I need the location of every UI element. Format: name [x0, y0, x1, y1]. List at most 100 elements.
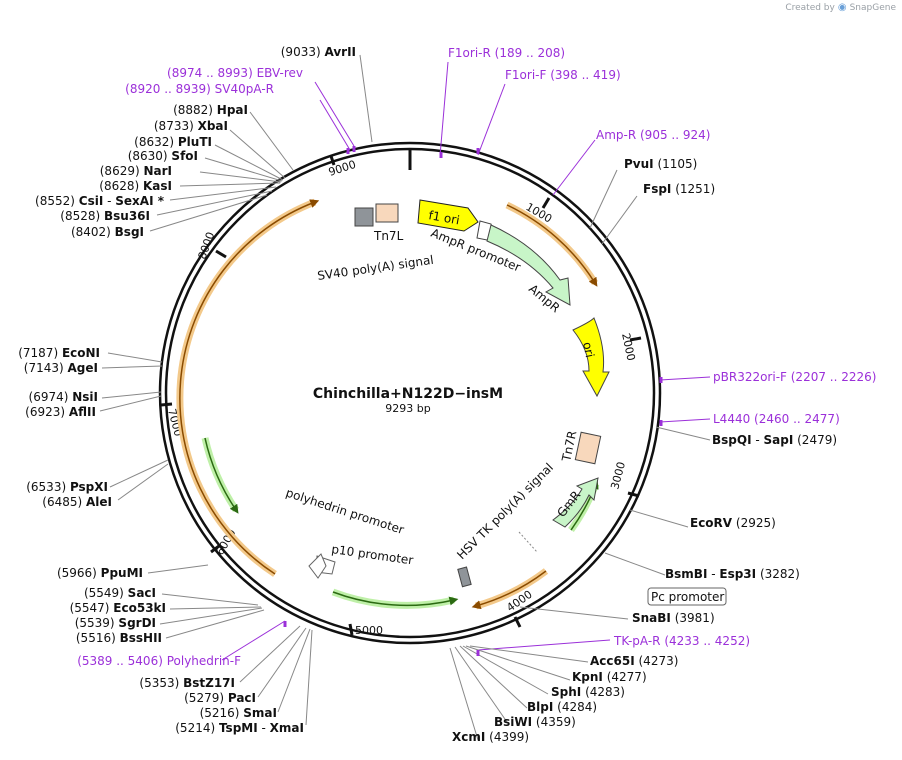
enzyme-position: (8630) [128, 149, 172, 163]
enzyme-name: XmaI [270, 721, 304, 735]
enzyme-position: (5353) [139, 676, 183, 690]
enzyme-position: (4283) [581, 685, 625, 699]
enzyme-label-right-9: BlpI (4284) [527, 700, 597, 714]
ampr-arrow [486, 224, 571, 306]
f1-ori-label: f1 ori [427, 208, 460, 227]
enzyme-name: SfoI [171, 149, 198, 163]
enzyme-name: SgrDI [118, 616, 156, 630]
enzyme-position: (6533) [26, 480, 70, 494]
enzyme-position: - [258, 721, 270, 735]
callout-line-45 [305, 629, 313, 726]
watermark-brand: SnapGene [849, 2, 896, 13]
enzyme-label-right-4: BsmBI - Esp3I (3282) [665, 567, 800, 581]
callout-line-5 [552, 139, 596, 196]
enzyme-label-left-7: (8552) CsiI - SexAI * [35, 194, 165, 208]
terminator-box-bottom [457, 566, 472, 588]
enzyme-label-left-0: (9033) AvrII [281, 45, 356, 59]
enzyme-position: (7187) [18, 346, 62, 360]
tick-label-5000: 5000 [355, 624, 383, 637]
primer-site-mark-4 [659, 377, 663, 383]
primer-position: (2460 .. 2477) [750, 412, 840, 426]
pc-promoter-arrow [518, 531, 538, 553]
plasmid-name: Chinchilla+N122D−insM [313, 386, 503, 402]
enzyme-name: SphI [551, 685, 581, 699]
primer-site-mark-7 [283, 621, 287, 627]
enzyme-name: CsiI [79, 194, 104, 208]
enzyme-position: (6923) [25, 405, 69, 419]
tick-label-3000: 3000 [608, 460, 628, 490]
callout-line-41 [221, 620, 286, 661]
enzyme-label-left-20: (5516) BssHII [76, 631, 162, 645]
callout-line-40 [165, 609, 265, 639]
snapgene-logo-icon: ◉ [837, 2, 847, 13]
callout-line-11 [629, 509, 689, 528]
callout-line-33 [99, 395, 162, 412]
primer-position: (8920 .. 8939) [125, 82, 215, 96]
callout-line-25 [199, 171, 282, 183]
callout-line-43 [257, 627, 307, 698]
enzyme-label-right-5: SnaBI (3981) [632, 611, 715, 625]
enzyme-position: (5214) [175, 721, 219, 735]
orf-arc-bottom-right-line [471, 570, 547, 610]
enzyme-label-left-16: (5966) PpuMI [57, 566, 143, 580]
enzyme-label-left-6: (8628) KasI [99, 179, 172, 193]
primer-name: TK-pA-R [613, 634, 661, 648]
tn7r-label: Tn7R [559, 429, 579, 463]
primer-position: (5389 .. 5406) [77, 654, 167, 668]
tick-mark-4000 [513, 616, 522, 628]
callout-line-4 [477, 83, 506, 156]
enzyme-name: AleI [86, 495, 112, 509]
enzyme-name: BsmBI [665, 567, 707, 581]
enzyme-position: - [103, 194, 115, 208]
tick-mark-8000 [215, 249, 227, 259]
callout-line-30 [107, 352, 163, 363]
enzyme-name: AgeI [68, 361, 98, 375]
enzyme-label-left-13: (6923) AflII [25, 405, 96, 419]
enzyme-name: Esp3I [719, 567, 756, 581]
enzyme-label-left-11: (7143) AgeI [24, 361, 98, 375]
site-labels: PvuI (1105)FspI (1251)BspQI - SapI (2479… [18, 45, 876, 744]
tick-mark-6000 [210, 544, 220, 554]
enzyme-position: (4399) [485, 730, 529, 744]
enzyme-position: (1105) [654, 157, 698, 171]
callout-line-14 [477, 639, 611, 651]
tick-mark-2000 [629, 336, 642, 342]
pc-promoter-label: Pc promoter [651, 590, 724, 604]
enzyme-name: XcmI [452, 730, 485, 744]
callout-line-16 [465, 645, 571, 681]
enzyme-position: (8882) [173, 103, 217, 117]
primer-label-7: (8920 .. 8939) SV40pA-R [125, 82, 274, 96]
callout-line-9 [659, 418, 711, 423]
primer-name: F1ori-R [448, 46, 491, 60]
enzyme-label-left-18: (5547) Eco53kI [70, 601, 166, 615]
enzyme-position: (5539) [75, 616, 119, 630]
callout-line-23 [214, 144, 284, 181]
primer-site-mark-2 [352, 146, 356, 152]
callout-line-35 [117, 463, 169, 501]
orf-green-left-line [204, 437, 239, 514]
primer-position: (398 .. 419) [546, 68, 620, 82]
enzyme-name: BlpI [527, 700, 553, 714]
enzyme-label-left-10: (7187) EcoNI [18, 346, 100, 360]
enzyme-label-left-5: (8629) NarI [100, 164, 172, 178]
tick-mark-9000 [329, 155, 336, 166]
primer-name: L4440 [713, 412, 750, 426]
polyhedrin-promoter-label: polyhedrin promoter [284, 486, 406, 537]
enzyme-label-left-4: (8630) SfoI [128, 149, 198, 163]
enzyme-name: SapI [764, 433, 794, 447]
callout-lines [99, 54, 711, 741]
enzyme-label-left-9: (8402) BsgI [71, 225, 144, 239]
enzyme-name: PluTI [178, 135, 212, 149]
enzyme-position: (4284) [553, 700, 597, 714]
enzyme-position: (2925) [732, 516, 776, 530]
sv40-terminator-box [354, 207, 374, 227]
enzyme-label-left-15: (6485) AleI [42, 495, 112, 509]
callout-line-29 [149, 194, 268, 232]
primer-name: EBV-rev [257, 66, 303, 80]
enzyme-name: BssHII [120, 631, 162, 645]
primer-label-6: (5389 .. 5406) Polyhedrin-F [77, 654, 241, 668]
enzyme-name: EcoNI [62, 346, 100, 360]
pc-promoter-box [647, 587, 727, 606]
tick-mark-5000 [348, 623, 354, 636]
